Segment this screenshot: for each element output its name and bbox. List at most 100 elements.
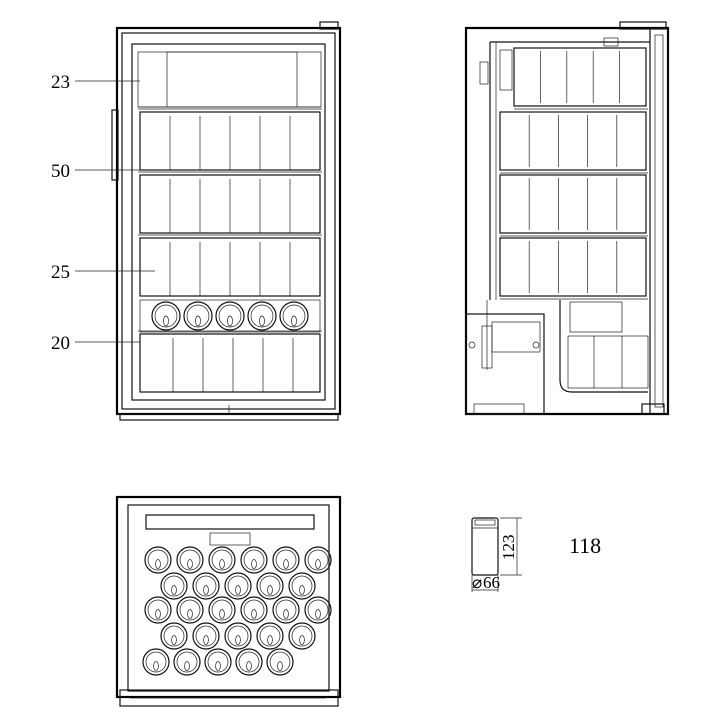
top-can-tab bbox=[315, 559, 321, 569]
top-can-rim bbox=[163, 625, 185, 647]
side-bottom-basket bbox=[559, 300, 648, 393]
top-can-rim bbox=[238, 651, 260, 673]
side-shelf-bay bbox=[499, 237, 647, 297]
top-can-tab bbox=[315, 609, 321, 619]
front-glass-panel bbox=[131, 43, 326, 401]
side-door-inner bbox=[654, 34, 664, 408]
side-feet bbox=[473, 403, 525, 415]
diameter-symbol: ⌀ bbox=[472, 573, 482, 592]
front-can-top-rim bbox=[282, 304, 306, 328]
label-shelf-second: 50 bbox=[51, 161, 70, 182]
can-height-value: 123 bbox=[499, 535, 518, 561]
top-can-tab bbox=[215, 661, 221, 671]
top-fan-unit bbox=[209, 532, 251, 546]
top-can-rim bbox=[243, 549, 265, 571]
top-can-rim bbox=[227, 575, 249, 597]
top-can-rim bbox=[179, 599, 201, 621]
front-view: 23 50 25 20 bbox=[51, 21, 342, 421]
top-can-tab bbox=[299, 585, 305, 595]
top-can-tab bbox=[219, 609, 225, 619]
side-shelves bbox=[499, 37, 648, 300]
top-can-tab bbox=[155, 559, 161, 569]
top-can bbox=[272, 596, 300, 624]
front-top-compartment bbox=[137, 51, 322, 108]
top-can-rim bbox=[195, 625, 217, 647]
top-can-rim bbox=[195, 575, 217, 597]
front-can-top-rim bbox=[218, 304, 242, 328]
side-view bbox=[464, 21, 670, 416]
top-can-rim bbox=[207, 651, 229, 673]
top-view bbox=[115, 495, 342, 707]
top-can-rim bbox=[275, 599, 297, 621]
top-inner-wall bbox=[127, 504, 330, 692]
side-screw-1 bbox=[468, 341, 476, 349]
can-lid bbox=[474, 519, 496, 526]
front-hinge-top bbox=[319, 21, 339, 30]
side-shelf-bay bbox=[499, 111, 647, 171]
top-can bbox=[176, 596, 204, 624]
top-can bbox=[256, 622, 284, 650]
side-screw-2 bbox=[532, 341, 540, 349]
top-can-rim bbox=[227, 625, 249, 647]
top-can-rim bbox=[147, 599, 169, 621]
side-shelf-bay bbox=[499, 174, 647, 234]
front-can-tops-row bbox=[139, 299, 321, 333]
can-detail: 123 ⌀ 66 118 bbox=[471, 517, 601, 592]
front-can-top bbox=[215, 301, 245, 331]
top-can bbox=[208, 546, 236, 574]
top-can-rim bbox=[147, 549, 169, 571]
top-can bbox=[288, 622, 316, 650]
top-can-tab bbox=[155, 609, 161, 619]
top-can-tab bbox=[171, 635, 177, 645]
top-can bbox=[304, 596, 332, 624]
top-can-rim bbox=[176, 651, 198, 673]
can-body bbox=[471, 517, 499, 576]
front-can-top-rim bbox=[250, 304, 274, 328]
top-can-tab bbox=[235, 585, 241, 595]
front-can-top bbox=[279, 301, 309, 331]
top-can bbox=[204, 648, 232, 676]
side-fan-box bbox=[479, 61, 489, 85]
top-can-tab bbox=[246, 661, 252, 671]
side-top-can bbox=[499, 49, 513, 91]
top-can-tab bbox=[184, 661, 190, 671]
top-can bbox=[224, 572, 252, 600]
front-can-tops-frame bbox=[139, 299, 321, 333]
top-can-tab bbox=[283, 559, 289, 569]
top-can-tab bbox=[283, 609, 289, 619]
top-can bbox=[192, 572, 220, 600]
top-can bbox=[240, 546, 268, 574]
front-cabinet-outline bbox=[115, 26, 342, 416]
top-can bbox=[288, 572, 316, 600]
front-can-top bbox=[247, 301, 277, 331]
front-can-tab bbox=[291, 315, 297, 327]
top-door-profile bbox=[119, 689, 339, 707]
top-can bbox=[173, 648, 201, 676]
side-basket-can-top bbox=[569, 301, 623, 333]
top-can-rim bbox=[291, 625, 313, 647]
top-can bbox=[235, 648, 263, 676]
side-compressor bbox=[491, 321, 541, 353]
side-door-foot bbox=[641, 403, 665, 415]
front-can-tab bbox=[227, 315, 233, 327]
top-can-grid bbox=[142, 546, 332, 676]
top-can bbox=[144, 546, 172, 574]
front-can-top-rim bbox=[154, 304, 178, 328]
top-can-tab bbox=[267, 635, 273, 645]
top-rear-bracket bbox=[145, 514, 315, 530]
can-diameter-value: 66 bbox=[483, 573, 500, 592]
side-shelf-bay bbox=[513, 47, 647, 107]
top-can-rim bbox=[259, 575, 281, 597]
top-can bbox=[224, 622, 252, 650]
front-can-top bbox=[151, 301, 181, 331]
top-can-rim bbox=[163, 575, 185, 597]
top-can-tab bbox=[235, 635, 241, 645]
top-can-tab bbox=[153, 661, 159, 671]
top-can bbox=[208, 596, 236, 624]
top-can bbox=[240, 596, 268, 624]
top-can-tab bbox=[277, 661, 283, 671]
top-can bbox=[304, 546, 332, 574]
top-can-tab bbox=[251, 609, 257, 619]
top-cabinet-outline bbox=[115, 495, 342, 699]
